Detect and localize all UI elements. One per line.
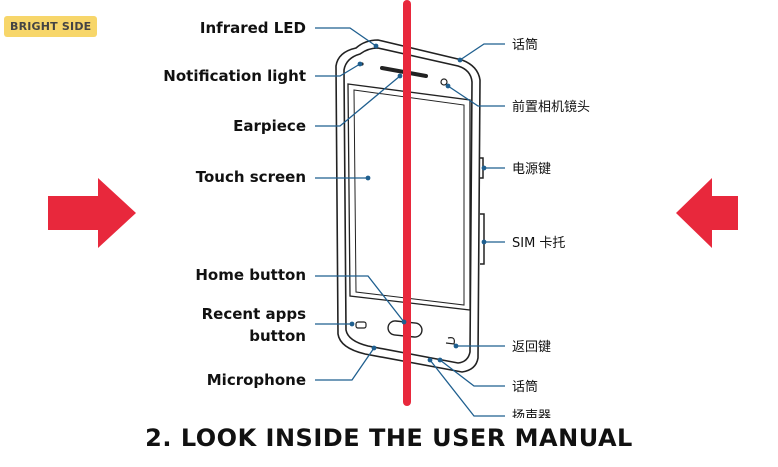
right-labels: 话筒 前置相机镜头 电源键 SIM 卡托 返回键 话筒 扬声器 (512, 37, 590, 424)
arrow-right-icon (48, 178, 136, 248)
label-earpiece: Earpiece (233, 117, 306, 135)
left-labels: Infrared LED Notification light Earpiece… (163, 19, 306, 389)
label-microphone: Microphone (207, 371, 306, 389)
label-infrared-led: Infrared LED (200, 19, 306, 37)
center-red-line (403, 0, 411, 406)
label-mic-top-cn: 话筒 (512, 37, 538, 53)
label-touch-screen: Touch screen (196, 168, 306, 186)
label-sim-tray-cn: SIM 卡托 (512, 236, 565, 251)
caption-title: 2. LOOK INSIDE THE USER MANUAL (145, 424, 633, 452)
label-notification-light: Notification light (163, 67, 306, 85)
leader-dots (349, 43, 487, 363)
label-back-key-cn: 返回键 (512, 340, 551, 355)
arrow-left-icon (676, 178, 738, 248)
label-home-button: Home button (195, 266, 306, 284)
brand-badge: BRIGHT SIDE (4, 16, 98, 37)
leader-lines (315, 27, 505, 417)
label-mic-bottom-cn: 话筒 (512, 379, 538, 395)
label-front-camera-cn: 前置相机镜头 (512, 99, 590, 115)
label-recent-apps: Recent apps (202, 305, 306, 323)
label-power-key-cn: 电源键 (512, 162, 551, 177)
label-recent-apps-line2: button (249, 327, 306, 345)
